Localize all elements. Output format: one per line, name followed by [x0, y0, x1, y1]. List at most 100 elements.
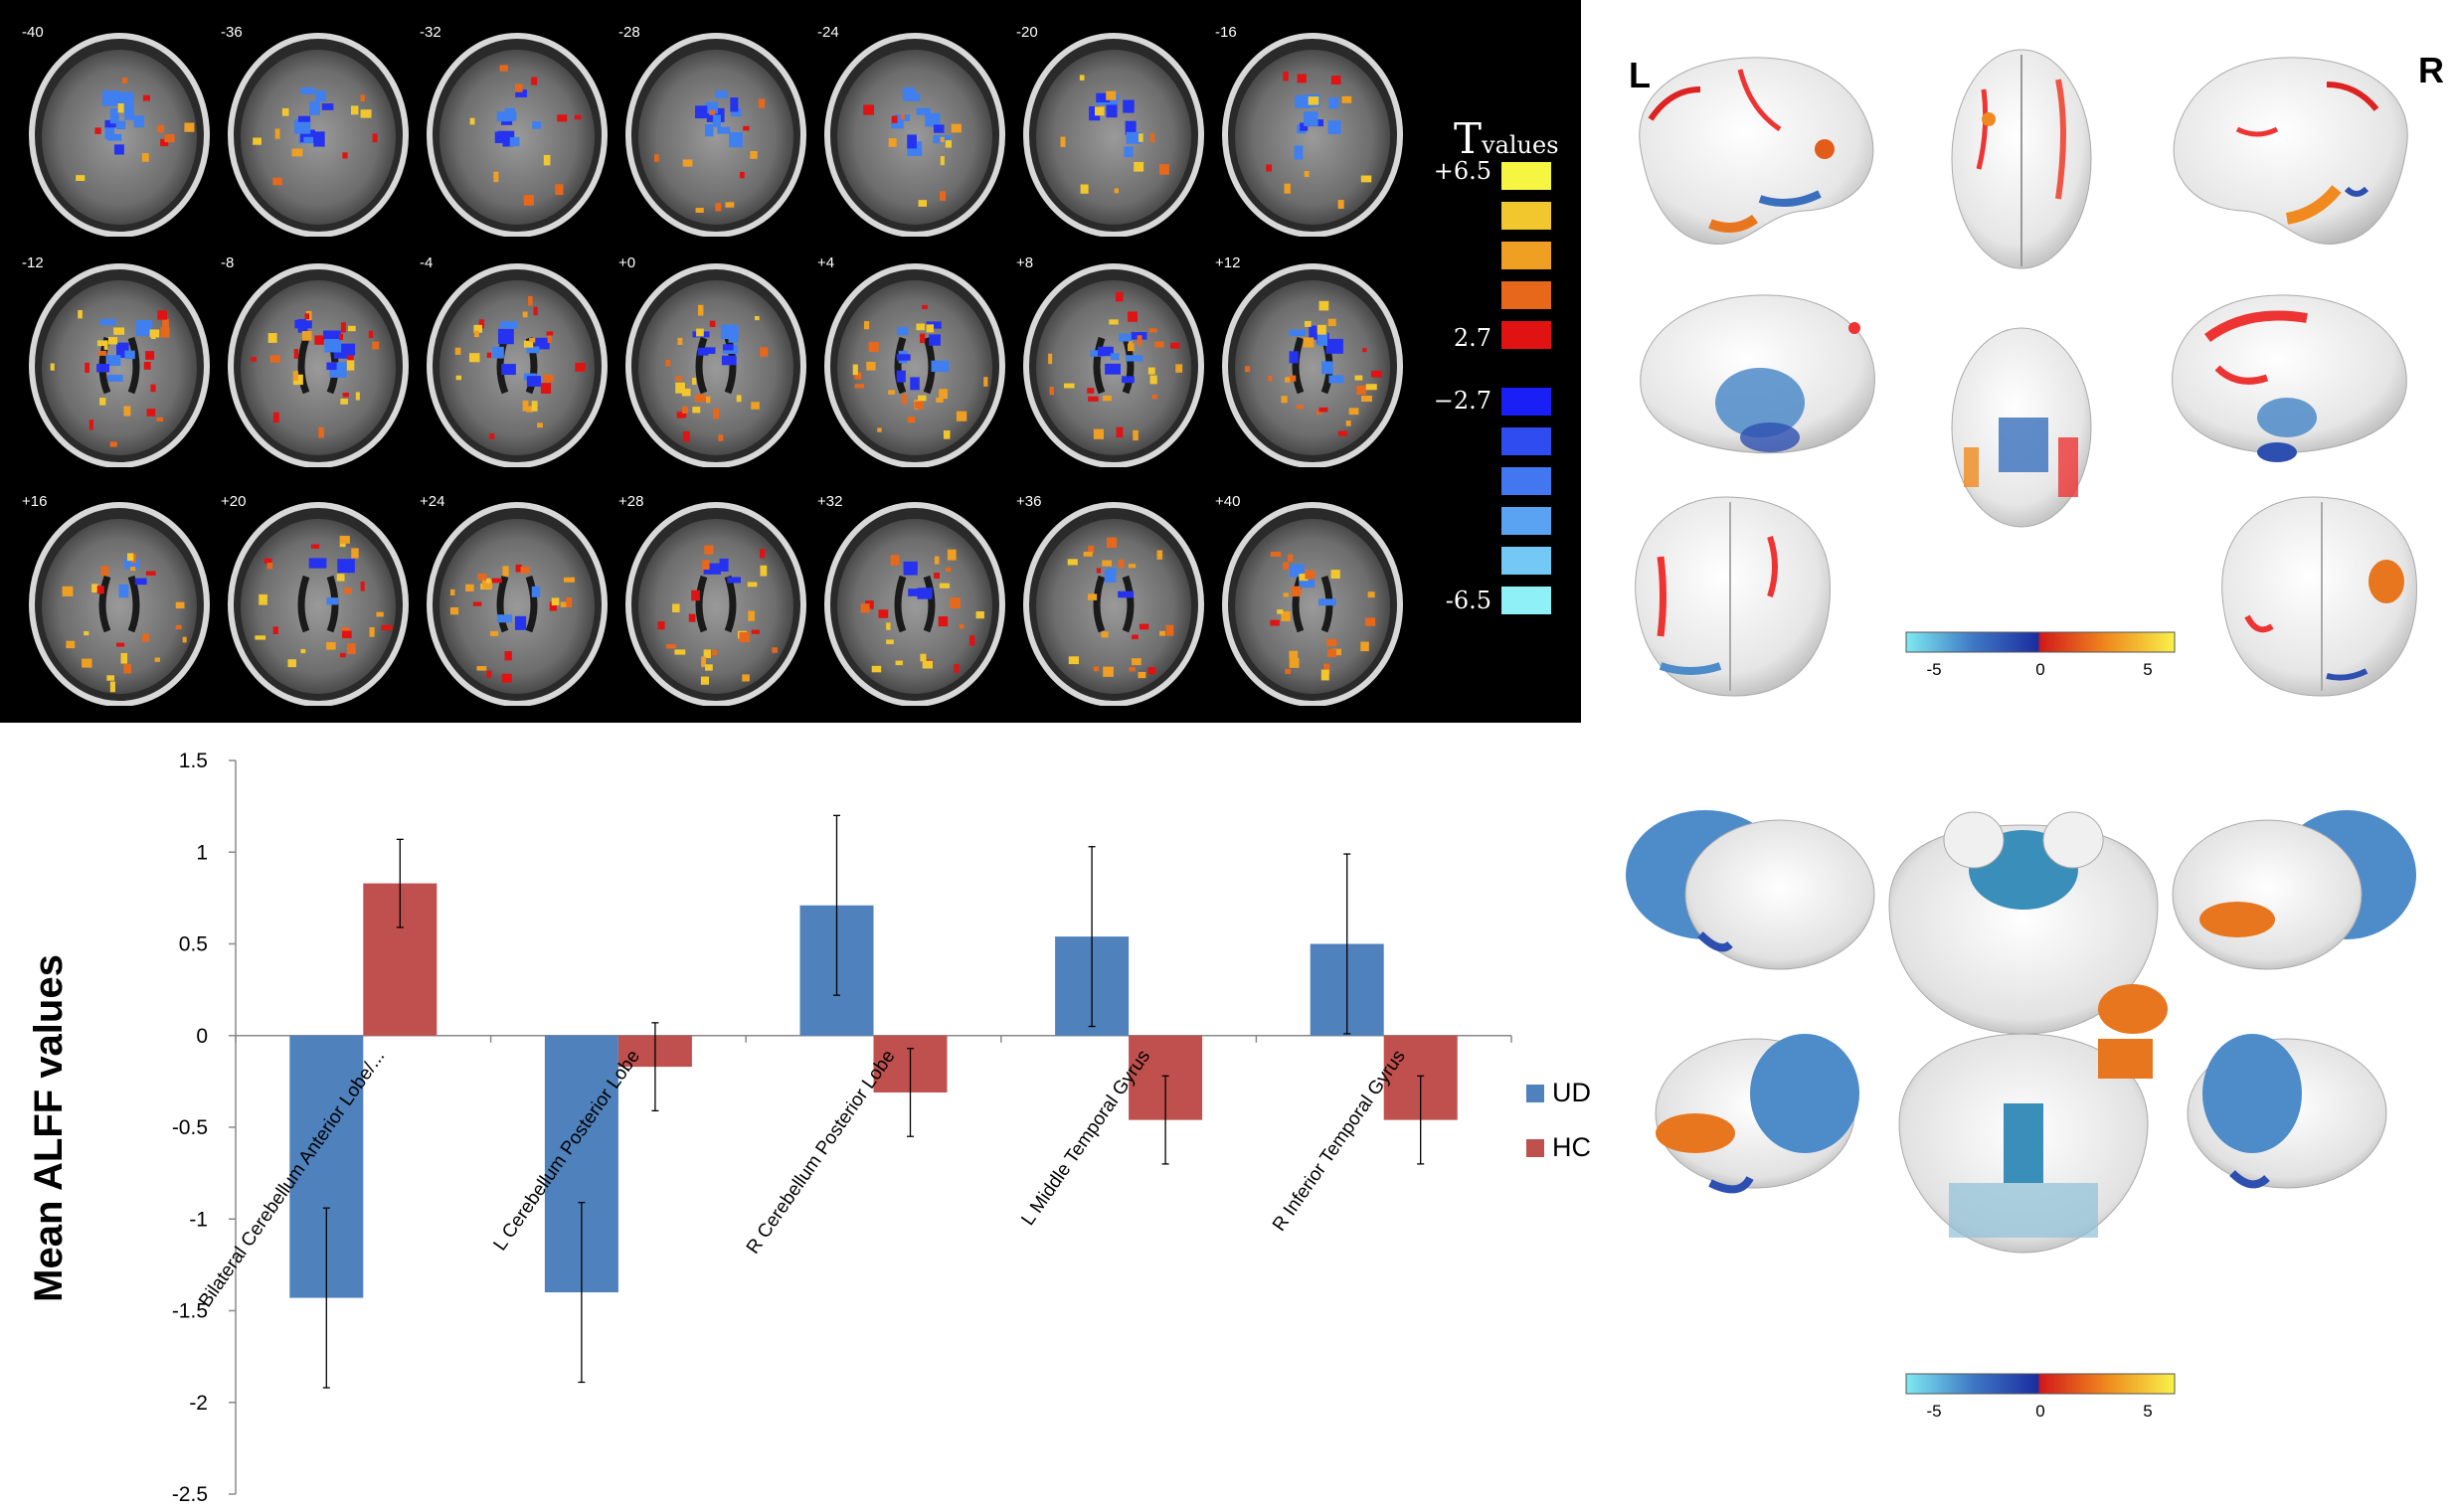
- axial-slice-image: [228, 263, 409, 468]
- left-lateral-view: [1639, 57, 1874, 245]
- slice-z-label: +24: [420, 493, 445, 510]
- tscale-swatch-negative: [1501, 427, 1551, 455]
- surface-renderings-panel: L R: [1591, 0, 2457, 723]
- slice-z-label: +0: [618, 254, 636, 271]
- x-category-label: L Middle Temporal Gyrus: [1017, 1047, 1154, 1230]
- tscale-swatch-negative: [1501, 467, 1551, 495]
- right-posterior-view: [2221, 496, 2417, 697]
- y-tick-label: 1.5: [179, 750, 208, 772]
- tscale-label-pos-threshold: 2.7: [1453, 324, 1492, 352]
- slice-z-label: +20: [221, 493, 247, 510]
- tscale-swatch-negative: [1501, 507, 1551, 535]
- y-tick-label: -2: [189, 1392, 208, 1415]
- axial-slice-image: [427, 502, 608, 707]
- axial-slice-image: [1222, 502, 1403, 707]
- right-hemisphere-label: R: [2418, 50, 2444, 90]
- surface-colorbar-tick-zero: 0: [2035, 660, 2045, 679]
- tscale-label-max: +6.5: [1433, 157, 1492, 185]
- surface-colorbar-tick-max: 5: [2143, 660, 2153, 679]
- axial-slice: -24: [815, 24, 1034, 254]
- cerebellum-posterior-bottom: [1898, 1033, 2153, 1254]
- y-tick-label: -2.5: [172, 1483, 208, 1506]
- right-medial-view: [2172, 294, 2407, 462]
- axial-slice-image: [228, 502, 409, 707]
- cerebellum-colorbar-tick-max: 5: [2143, 1402, 2153, 1421]
- slice-z-label: -12: [22, 254, 44, 271]
- axial-slice-image: [29, 263, 210, 468]
- axial-slice-image: [1023, 33, 1204, 238]
- slice-z-label: +32: [817, 493, 843, 510]
- legend-swatch-uds: [1526, 1085, 1544, 1102]
- axial-slice-image: [427, 33, 608, 238]
- dorsal-view: [1951, 49, 2092, 269]
- tscale-swatch-negative: [1501, 388, 1551, 416]
- cerebellum-colorbar: [1905, 1373, 2176, 1395]
- axial-slices-panel: -40-36 -32 -28 -24-20 -16 -12 -8 -4 +0 +4 +8 +12 +16…: [0, 0, 1581, 723]
- tscale-swatch-positive: [1501, 281, 1551, 309]
- y-tick-label: 0: [196, 1025, 208, 1048]
- slice-z-label: -4: [420, 254, 434, 271]
- axial-slice: +16: [20, 493, 239, 724]
- axial-slice: -40: [20, 24, 239, 254]
- y-tick-label: -1.5: [172, 1300, 208, 1323]
- axial-slice: +0: [616, 254, 835, 485]
- slice-z-label: -20: [1016, 24, 1038, 41]
- slice-z-label: -16: [1215, 24, 1237, 41]
- y-tick-label: -1: [189, 1208, 208, 1231]
- axial-slice-image: [1023, 502, 1204, 707]
- t-values-title: Tvalues: [1454, 114, 1559, 163]
- legend-swatch-hcs: [1526, 1139, 1544, 1157]
- tscale-swatch-negative: [1501, 547, 1551, 575]
- axial-slice-image: [29, 502, 210, 707]
- ventral-view: [1951, 327, 2092, 528]
- legend-label-hcs: HCs: [1552, 1132, 1591, 1162]
- cerebellum-anterior-top: [1888, 811, 2168, 1035]
- slice-z-label: +8: [1016, 254, 1034, 271]
- cerebellum-left-lateral-top: [1626, 810, 1875, 970]
- tscale-swatch-positive: [1501, 242, 1551, 269]
- slice-z-label: +16: [22, 493, 48, 510]
- axial-slice: -20: [1014, 24, 1233, 254]
- surface-colorbar: [1905, 631, 2176, 653]
- t-values-title-big: T: [1454, 114, 1483, 163]
- axial-slice-image: [1222, 263, 1403, 468]
- axial-slice-image: [824, 33, 1005, 238]
- tscale-swatch-positive: [1501, 321, 1551, 349]
- axial-slice: +40: [1213, 493, 1432, 724]
- axial-slice: -12: [20, 254, 239, 485]
- axial-slice-image: [1023, 263, 1204, 468]
- left-hemisphere-label: L: [1629, 55, 1651, 95]
- y-tick-label: 1: [196, 841, 208, 864]
- axial-slice: -4: [418, 254, 636, 485]
- slice-z-label: -36: [221, 24, 243, 41]
- slice-z-label: +4: [817, 254, 835, 271]
- cerebellum-renderings-panel: -5 0 5: [1591, 785, 2457, 1507]
- axial-slice-image: [29, 33, 210, 238]
- slice-z-label: -8: [221, 254, 235, 271]
- left-posterior-view: [1635, 496, 1831, 697]
- axial-slice: +4: [815, 254, 1034, 485]
- axial-slice-image: [228, 33, 409, 238]
- axial-slice-image: [1222, 33, 1403, 238]
- slice-z-label: -32: [420, 24, 441, 41]
- slice-z-label: +28: [618, 493, 644, 510]
- axial-slice-image: [625, 33, 806, 238]
- axial-slice: -28: [616, 24, 835, 254]
- axial-slice-image: [427, 263, 608, 468]
- axial-slice: -32: [418, 24, 636, 254]
- tscale-swatch-positive: [1501, 202, 1551, 230]
- slice-z-label: -28: [618, 24, 640, 41]
- tscale-label-neg-threshold: −2.7: [1433, 387, 1492, 415]
- slice-z-label: +36: [1016, 493, 1042, 510]
- axial-slice: +12: [1213, 254, 1432, 485]
- axial-slice-image: [824, 502, 1005, 707]
- axial-slice-image: [625, 263, 806, 468]
- cerebellum-colorbar-tick-min: -5: [1926, 1402, 1942, 1421]
- surface-renderings-svg: [1635, 49, 2417, 697]
- y-tick-label: -0.5: [172, 1116, 208, 1139]
- axial-slice: -36: [219, 24, 438, 254]
- tscale-label-min: -6.5: [1445, 587, 1492, 614]
- axial-slice: +28: [616, 493, 835, 724]
- axial-slice-image: [625, 502, 806, 707]
